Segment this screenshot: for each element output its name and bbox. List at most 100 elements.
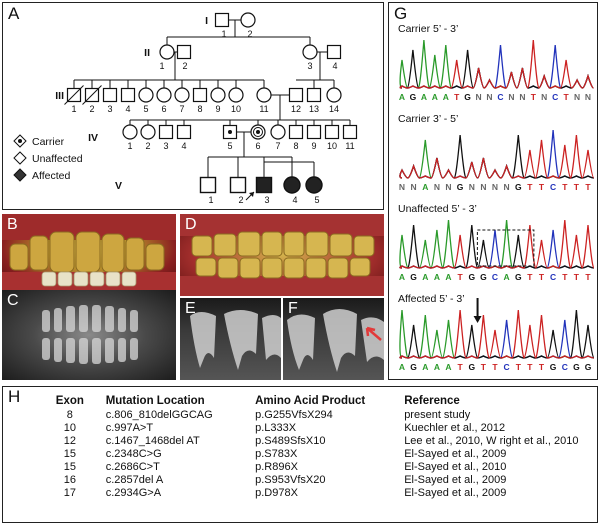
pedigree-IV-4 (176, 124, 192, 140)
pedigree-I-2 (240, 12, 256, 28)
base-call: T (539, 182, 545, 192)
pedigree-number: 2 (89, 104, 94, 114)
pedigree-IV-2 (140, 124, 156, 140)
panel-label-h: H (8, 387, 21, 406)
base-call: N (445, 182, 451, 192)
chromatogram-title: Carrier 3’ - 5’ (398, 113, 458, 125)
base-call: N (574, 92, 580, 102)
base-call: A (434, 272, 440, 282)
cell-reference: Kuechler et al., 2012 (404, 422, 506, 434)
cell-reference: El-Sayed et al., 2009 (404, 474, 507, 486)
cell-reference: El-Sayed et al., 2009 (404, 448, 507, 460)
panel-label-a: A (8, 4, 20, 23)
cell-exon: 10 (63, 422, 76, 434)
pedigree-IV-7 (270, 124, 286, 140)
pedigree-number: 9 (215, 104, 220, 114)
header-exon: Exon (55, 395, 84, 407)
base-call: T (454, 92, 460, 102)
chromatogram-title: Unaffected 5’ - 3’ (398, 203, 477, 215)
cell-mutation: c.2857del A (105, 474, 164, 486)
base-call: C (492, 272, 498, 282)
pedigree-III-14 (326, 87, 342, 103)
cell-mutation: c.2348C>G (105, 448, 162, 460)
cell-reference: El-Sayed et al., 2009 (404, 487, 507, 499)
photo-teeth-frontal-b: B (2, 214, 176, 290)
mutation-table: Exon Mutation Location Amino Acid Produc… (44, 395, 594, 500)
base-call: G (573, 362, 580, 372)
chromatogram-trace (399, 39, 594, 89)
base-call: N (411, 182, 417, 192)
proband-arrow-icon (249, 192, 254, 197)
base-call: A (399, 272, 405, 282)
red-arrow-icon (365, 326, 382, 341)
pedigree-number: 8 (197, 104, 202, 114)
cell-exon: 15 (63, 461, 76, 473)
pedigree-number: 3 (107, 104, 112, 114)
xray-molar-e: E (180, 298, 281, 380)
pedigree-number: 1 (159, 61, 164, 71)
pedigree-III-5 (138, 87, 154, 103)
pedigree-IV-1 (122, 124, 138, 140)
base-call: T (516, 362, 522, 372)
pedigree-line (64, 85, 84, 105)
base-call: C (562, 362, 568, 372)
base-call: N (476, 92, 482, 102)
cell-product: p.R896X (255, 461, 298, 473)
base-call: T (527, 182, 533, 192)
table-header-row: Exon Mutation Location Amino Acid Produc… (44, 395, 594, 409)
chromatogram-trace (399, 44, 594, 89)
base-call: T (585, 182, 591, 192)
pedigree-III-12 (288, 87, 304, 103)
base-call: A (504, 272, 510, 282)
cell-exon: 16 (63, 474, 76, 486)
pedigree-number: 9 (311, 141, 316, 151)
pedigree-line (82, 85, 102, 105)
pedigree-number: 11 (345, 141, 354, 151)
pedigree-III-10 (228, 87, 244, 103)
pedigree-number: 3 (163, 141, 168, 151)
base-call: N (504, 182, 510, 192)
base-call: N (541, 92, 547, 102)
base-call: C (552, 92, 558, 102)
base-call: G (515, 182, 522, 192)
pedigree-number: 1 (221, 29, 226, 39)
pedigree-number: 8 (293, 141, 298, 151)
pedigree-III-3 (102, 87, 118, 103)
legend-label: Affected (32, 170, 70, 182)
base-call: N (434, 182, 440, 192)
pedigree-IV-8 (288, 124, 304, 140)
base-call: A (443, 92, 449, 102)
cell-product: p.L333X (255, 422, 297, 434)
base-call: T (562, 182, 568, 192)
base-call: T (562, 272, 568, 282)
base-call: C (497, 92, 503, 102)
chromatogram-title: Carrier 5’ - 3’ (398, 23, 458, 35)
pedigree-V-1 (199, 176, 217, 194)
carrier-dot (228, 130, 232, 134)
panel-h-frame (2, 386, 598, 523)
base-call: N (519, 92, 525, 102)
pedigree-number: 6 (255, 141, 260, 151)
carrier-dot (256, 130, 260, 134)
base-call: N (469, 182, 475, 192)
pedigree-number: 4 (181, 141, 186, 151)
pedigree-number: 4 (292, 195, 297, 205)
legend-label: Carrier (32, 136, 65, 148)
pedigree-number: 5 (227, 141, 232, 151)
pedigree-I-1 (214, 12, 230, 28)
base-call: C (550, 182, 556, 192)
generation-label: IV (88, 132, 98, 144)
pedigree-number: 5 (314, 195, 319, 205)
base-call: N (508, 92, 514, 102)
pedigree-number: 12 (291, 104, 301, 114)
pedigree-number: 3 (307, 61, 312, 71)
base-call: G (410, 272, 417, 282)
pedigree-III-6 (156, 87, 172, 103)
generation-label: II (144, 47, 150, 59)
base-call: N (480, 182, 486, 192)
pedigree-III-9 (210, 87, 226, 103)
base-call: T (481, 362, 487, 372)
